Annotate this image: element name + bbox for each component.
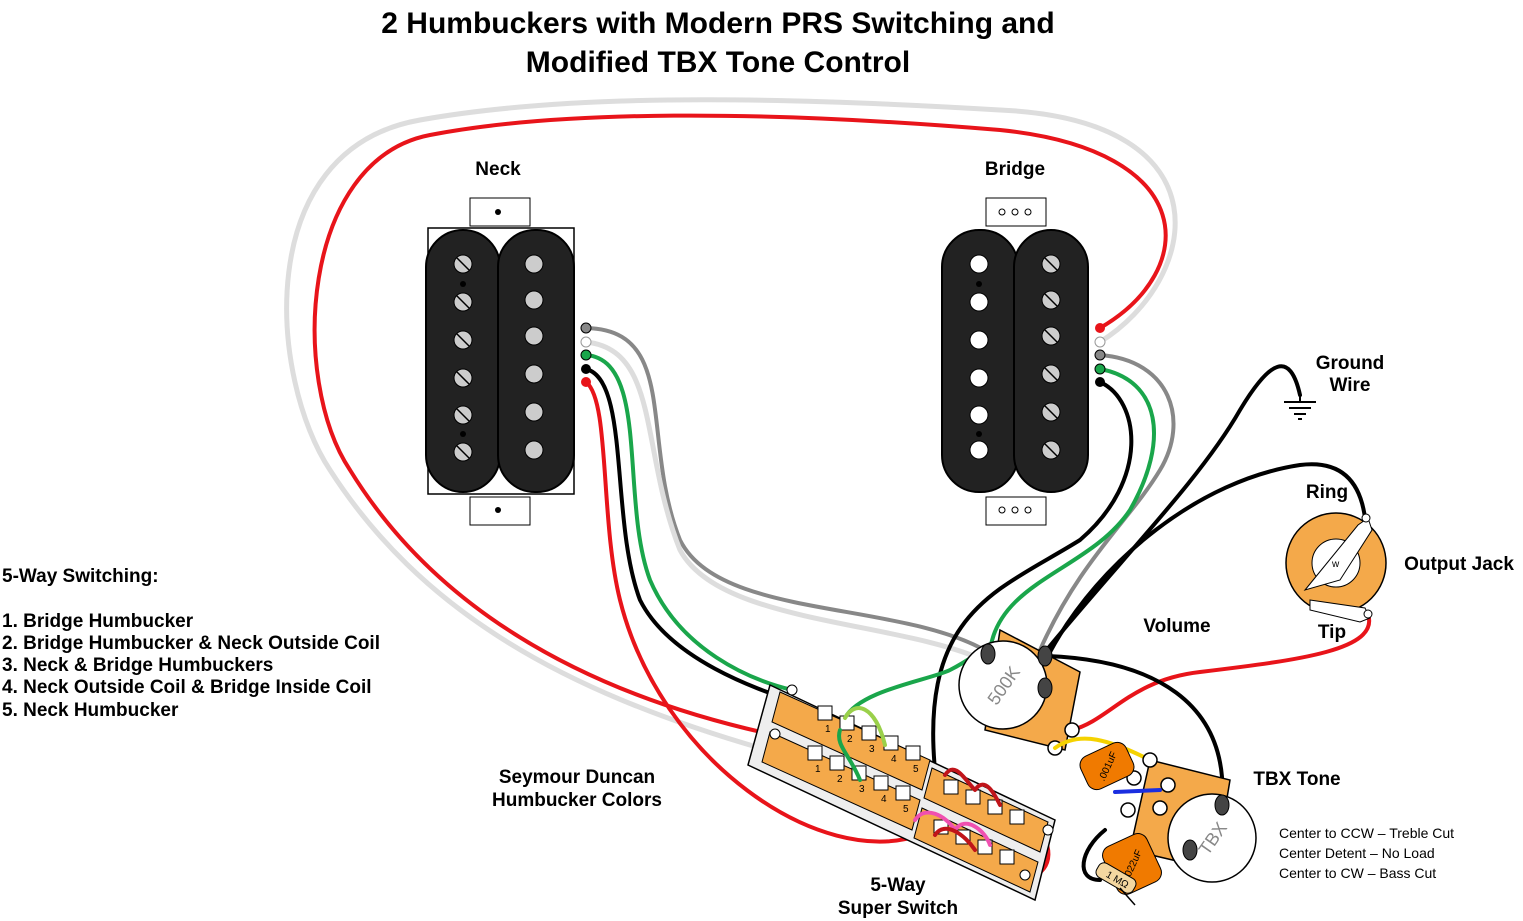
- tbx-note-3: Center to CW – Bass Cut: [1279, 865, 1436, 881]
- volume-pot: 500K: [958, 628, 1081, 756]
- bridge-pickup: [941, 197, 1089, 526]
- title-line-2: Modified TBX Tone Control: [526, 46, 910, 79]
- neck-red-wire: [584, 380, 922, 844]
- switching-heading: 5-Way Switching:: [2, 566, 159, 587]
- switch-label-1: 5-Way: [870, 875, 926, 896]
- ground-label-1: Ground: [1316, 353, 1385, 374]
- volume-label: Volume: [1143, 616, 1210, 637]
- bridge-white-wire: [284, 97, 1178, 751]
- neck-label: Neck: [475, 159, 521, 180]
- switch-numbers-bottom: 1 2 3 4 5: [815, 764, 909, 815]
- cap-001uf: .001uF: [1079, 741, 1135, 791]
- switching-pos-1: 1. Bridge Humbucker: [2, 611, 194, 632]
- jack-w-mark: w: [1331, 559, 1340, 570]
- ground-symbol: [1284, 395, 1316, 420]
- ground-wire: [1043, 364, 1302, 654]
- volume-to-tbx-wire: [1045, 654, 1225, 807]
- title-line-1: 2 Humbuckers with Modern PRS Switching a…: [381, 7, 1054, 40]
- tbx-note-1: Center to CCW – Treble Cut: [1279, 825, 1454, 841]
- switch-num-4: 4: [891, 754, 897, 765]
- switch-jumper-green: [837, 728, 862, 782]
- neck-green-wire: [584, 353, 794, 692]
- bridge-gray-wire: [1038, 353, 1176, 652]
- switching-legend: 5-Way Switching: 1. Bridge Humbucker 2. …: [2, 566, 380, 721]
- ring-wire: [1048, 462, 1367, 654]
- colors-label-2: Humbucker Colors: [492, 790, 662, 811]
- volume-to-cap-yellow-wire: [1053, 736, 1152, 762]
- switching-pos-2: 2. Bridge Humbucker & Neck Outside Coil: [2, 633, 380, 654]
- switch-num-1b: 1: [815, 764, 821, 775]
- switch-num-5: 5: [913, 764, 919, 775]
- switch-jumper-red-bottom: [933, 826, 977, 852]
- switch-num-1: 1: [825, 724, 831, 735]
- ground-label-2: Wire: [1329, 375, 1370, 396]
- tip-label: Tip: [1318, 622, 1346, 643]
- bridge-label: Bridge: [985, 159, 1045, 180]
- switching-pos-5: 5. Neck Humbucker: [2, 700, 179, 721]
- bridge-black-wire: [931, 380, 1134, 772]
- switch-num-4b: 4: [881, 794, 887, 805]
- tbx-pot: TBX: [1120, 752, 1257, 883]
- switch-num-2: 2: [847, 734, 853, 745]
- switch-jumper-lime: [843, 706, 887, 747]
- neck-black-wire: [584, 367, 792, 702]
- switch-jumper-red: [943, 767, 1002, 807]
- neck-gray-wire: [584, 326, 990, 654]
- tbx-black-wire: [1081, 828, 1107, 882]
- neck-pickup: [425, 197, 575, 526]
- switching-pos-3: 3. Neck & Bridge Humbuckers: [2, 655, 273, 676]
- output-jack: w: [1285, 512, 1387, 623]
- neck-lead-terminals: [580, 322, 592, 387]
- neck-white-wire: [583, 339, 991, 665]
- blue-jumper: [1113, 788, 1162, 794]
- switch-numbers-top: 1 2 3 4 5: [825, 724, 919, 775]
- tbx-tone-label: TBX Tone: [1253, 769, 1340, 790]
- tip-wire: [1070, 612, 1372, 732]
- switch-num-5b: 5: [903, 804, 909, 815]
- output-jack-label: Output Jack: [1404, 554, 1514, 575]
- bridge-green-wire: [988, 367, 1156, 652]
- bridge-red-wire: [312, 113, 1168, 736]
- tbx-note-2: Center Detent – No Load: [1279, 845, 1435, 861]
- bridge-lead-terminals: [1094, 323, 1106, 387]
- switching-pos-4: 4. Neck Outside Coil & Bridge Inside Coi…: [2, 677, 372, 698]
- switch-num-2b: 2: [837, 774, 843, 785]
- ring-label: Ring: [1306, 482, 1348, 503]
- colors-label-1: Seymour Duncan: [499, 767, 655, 788]
- switch-num-3: 3: [869, 744, 875, 755]
- switch-label-2: Super Switch: [838, 898, 958, 919]
- switch-num-3b: 3: [859, 784, 865, 795]
